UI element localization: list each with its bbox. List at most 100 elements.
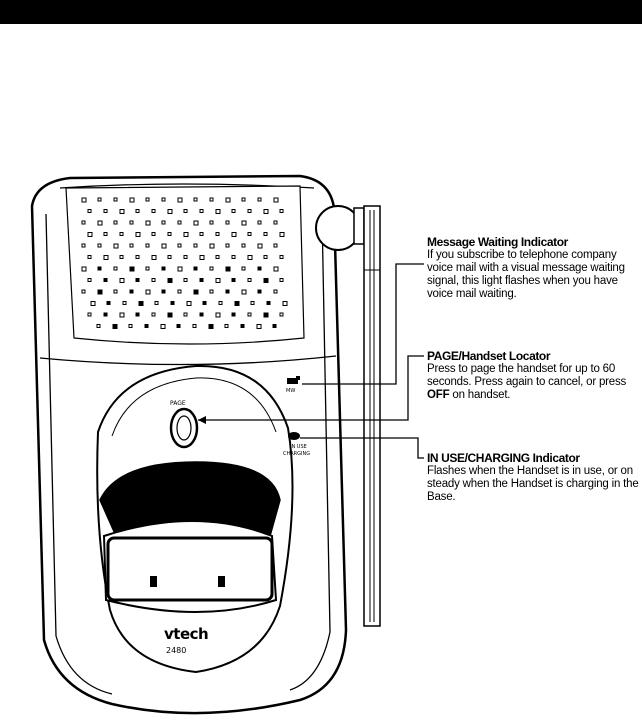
speaker-hole (202, 301, 207, 305)
callout-body: Press to page the handset for up to 60 s… (427, 363, 627, 388)
charging-label: CHARGING (283, 451, 311, 457)
mw-label: MW (286, 388, 296, 394)
speaker-hole (90, 301, 96, 306)
speaker-hole (225, 266, 231, 272)
speaker-hole (193, 266, 198, 271)
speaker-hole (225, 243, 230, 248)
callout-body-end: on handset. (449, 389, 511, 401)
speaker-hole (113, 289, 118, 294)
in-use-label: IN USE (290, 444, 307, 450)
speaker-hole (183, 312, 188, 317)
speaker-hole (145, 289, 151, 295)
speaker-hole (241, 289, 247, 295)
speaker-hole (263, 255, 268, 259)
speaker-hole (154, 301, 159, 305)
speaker-hole (129, 197, 135, 203)
speaker-hole (81, 289, 86, 294)
speaker-hole (257, 289, 262, 294)
antenna (363, 205, 381, 627)
top-black-bar (0, 0, 642, 24)
speaker-hole (263, 312, 269, 318)
speaker-hole (81, 220, 86, 225)
speaker-hole (209, 220, 214, 225)
speaker-hole (151, 209, 156, 213)
speaker-hole (138, 301, 144, 306)
speaker-hole (106, 301, 111, 305)
speaker-hole (263, 278, 269, 283)
speaker-hole (224, 324, 229, 328)
speaker-hole (231, 255, 236, 259)
speaker-hole (266, 301, 271, 305)
speaker-hole (113, 220, 118, 225)
in-use-light (288, 432, 300, 440)
speaker-hole (151, 255, 157, 260)
speaker-hole (273, 243, 278, 248)
speaker-hole (241, 243, 246, 248)
speaker-hole (135, 255, 140, 259)
speaker-hole (193, 289, 199, 295)
leader-in-use (300, 437, 424, 459)
speaker-hole (119, 312, 125, 318)
speaker-hole (231, 312, 236, 317)
speaker-hole (119, 278, 125, 283)
speaker-hole (151, 278, 156, 282)
speaker-hole (97, 197, 102, 202)
speaker-hole (272, 324, 277, 328)
speaker-hole (177, 243, 182, 248)
speaker-hole (122, 301, 127, 305)
speaker-hole (177, 289, 182, 294)
callout-body: Flashes when the Handset is in use, or o… (427, 465, 639, 503)
callout-title: IN USE/CHARGING Indicator (427, 451, 580, 465)
speaker-hole (257, 243, 263, 249)
speaker-hole (250, 301, 255, 305)
speaker-hole (135, 209, 140, 213)
page-button-label: PAGE (170, 400, 186, 407)
speaker-hole (135, 278, 140, 282)
speaker-hole (231, 278, 236, 282)
speaker-hole (183, 232, 189, 237)
speaker-hole (279, 232, 285, 237)
off-key-text: OFF (427, 389, 450, 401)
speaker-hole (199, 312, 204, 317)
speaker-hole (247, 312, 252, 317)
speaker-hole (193, 220, 199, 226)
speaker-hole (97, 243, 102, 248)
speaker-hole (135, 312, 140, 317)
speaker-hole (145, 197, 150, 202)
speaker-hole (257, 220, 262, 225)
speaker-hole (282, 301, 288, 306)
speaker-hole (103, 312, 108, 317)
speaker-hole (128, 324, 133, 328)
speaker-hole (177, 220, 182, 225)
speaker-hole (183, 209, 188, 213)
brand-logo: vtech (164, 625, 209, 643)
speaker-hole (257, 266, 262, 271)
speaker-hole (177, 197, 183, 203)
speaker-hole (218, 301, 223, 305)
speaker-hole (135, 232, 141, 237)
speaker-hole (225, 220, 230, 225)
speaker-hole (103, 209, 108, 213)
callout-title: PAGE/Handset Locator (427, 349, 551, 363)
speaker-hole (279, 278, 284, 282)
speaker-hole (279, 209, 284, 213)
callout-body: If you subscribe to telephone company vo… (427, 249, 625, 300)
speaker-hole (241, 266, 246, 271)
speaker-hole (256, 324, 262, 329)
speaker-hole (151, 232, 156, 236)
speaker-hole (209, 197, 214, 202)
speaker-hole (161, 220, 166, 225)
speaker-hole (170, 301, 175, 305)
callout-page-locator: PAGE/Handset Locator Press to page the h… (427, 350, 639, 402)
speaker-hole (113, 197, 118, 202)
speaker-hole (87, 255, 92, 259)
speaker-hole (247, 278, 252, 282)
speaker-hole (119, 255, 124, 259)
speaker-hole (81, 197, 87, 203)
speaker-hole (145, 266, 150, 271)
speaker-hole (145, 220, 151, 226)
speaker-hole (215, 209, 221, 214)
charge-contact-right (218, 576, 225, 587)
speaker-hole (103, 232, 108, 236)
